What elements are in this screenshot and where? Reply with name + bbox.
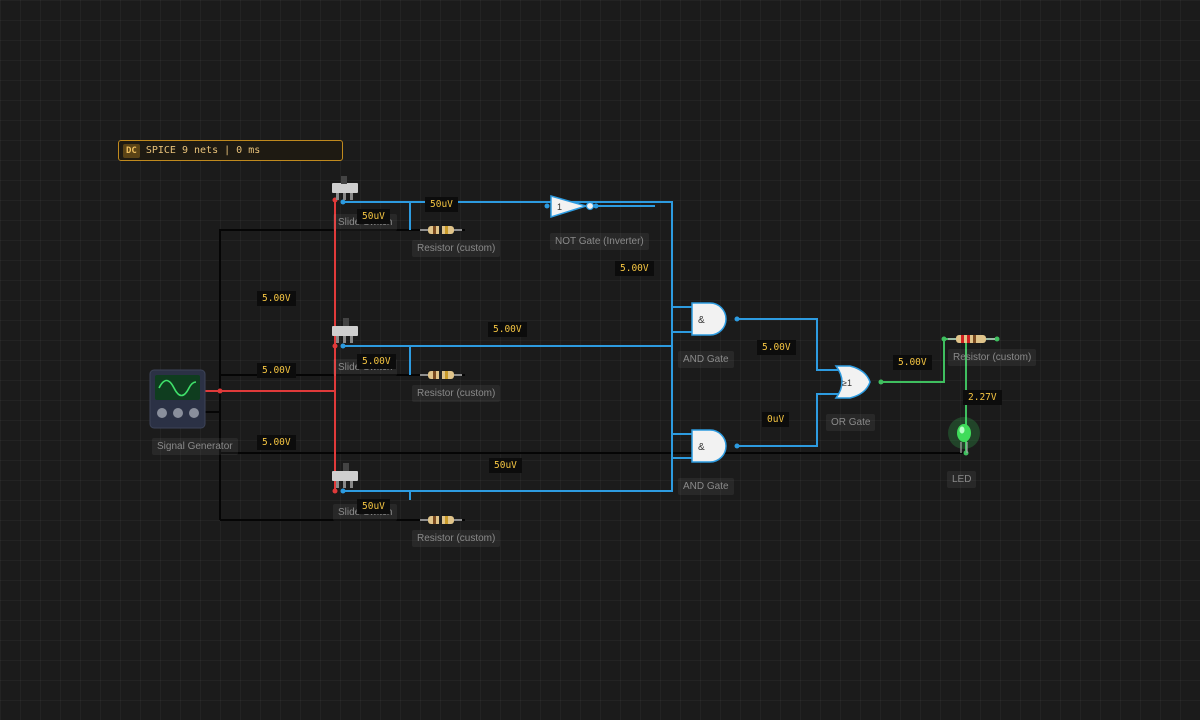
voltage-top-b: 50uV: [357, 209, 390, 224]
not-gate-label: NOT Gate (Inverter): [550, 233, 649, 250]
voltage-switch-2-line: 5.00V: [488, 322, 527, 337]
resistor-2-label: Resistor (custom): [412, 385, 501, 402]
resistor-1-label: Resistor (custom): [412, 240, 501, 257]
voltage-top-a: 50uV: [425, 197, 458, 212]
voltage-switch-2: 5.00V: [357, 354, 396, 369]
voltage-generator-top: 5.00V: [257, 363, 296, 378]
and-gate-1-label: AND Gate: [678, 351, 734, 368]
or-gate-symbol: ≥1: [842, 378, 852, 388]
resistor-3[interactable]: [420, 516, 462, 524]
voltage-not-out: 5.00V: [615, 261, 654, 276]
slide-switch-1[interactable]: [332, 176, 358, 200]
voltage-left-top: 5.00V: [257, 291, 296, 306]
not-gate[interactable]: 1: [550, 195, 595, 219]
signal-generator-label: Signal Generator: [152, 438, 238, 455]
resistor-1[interactable]: [420, 226, 462, 234]
voltage-and-1-out: 5.00V: [757, 340, 796, 355]
signal-generator[interactable]: [149, 369, 206, 429]
and-gate-2[interactable]: &: [691, 429, 727, 463]
or-gate[interactable]: ≥1: [834, 365, 871, 399]
not-gate-symbol: 1: [557, 202, 562, 212]
resistor-3-label: Resistor (custom): [412, 530, 501, 547]
and-gate-1[interactable]: &: [691, 302, 727, 336]
led[interactable]: [948, 417, 980, 453]
slide-switch-3[interactable]: [332, 463, 358, 488]
resistor-2[interactable]: [420, 371, 462, 379]
resistor-4[interactable]: [948, 335, 995, 343]
signal-wires[interactable]: [343, 201, 838, 500]
simulation-status-bar: DC SPICE 9 nets | 0 ms: [118, 140, 343, 161]
slide-switch-2[interactable]: [332, 318, 358, 343]
voltage-bottom-line: 50uV: [489, 458, 522, 473]
led-label: LED: [947, 471, 977, 488]
and-gate-2-symbol: &: [698, 442, 705, 453]
simulation-status-text: SPICE 9 nets | 0 ms: [145, 145, 261, 156]
voltage-generator-bottom: 5.00V: [257, 435, 296, 450]
voltage-and-2-out: 0uV: [762, 412, 790, 427]
resistor-4-label: Resistor (custom): [948, 349, 1037, 366]
and-gate-1-symbol: &: [698, 315, 705, 326]
voltage-switch-3: 50uV: [357, 499, 390, 514]
voltage-or-out: 5.00V: [893, 355, 932, 370]
and-gate-2-label: AND Gate: [678, 478, 734, 495]
dc-mode-badge: DC: [123, 143, 140, 158]
voltage-led: 2.27V: [963, 390, 1002, 405]
or-gate-label: OR Gate: [826, 414, 876, 431]
